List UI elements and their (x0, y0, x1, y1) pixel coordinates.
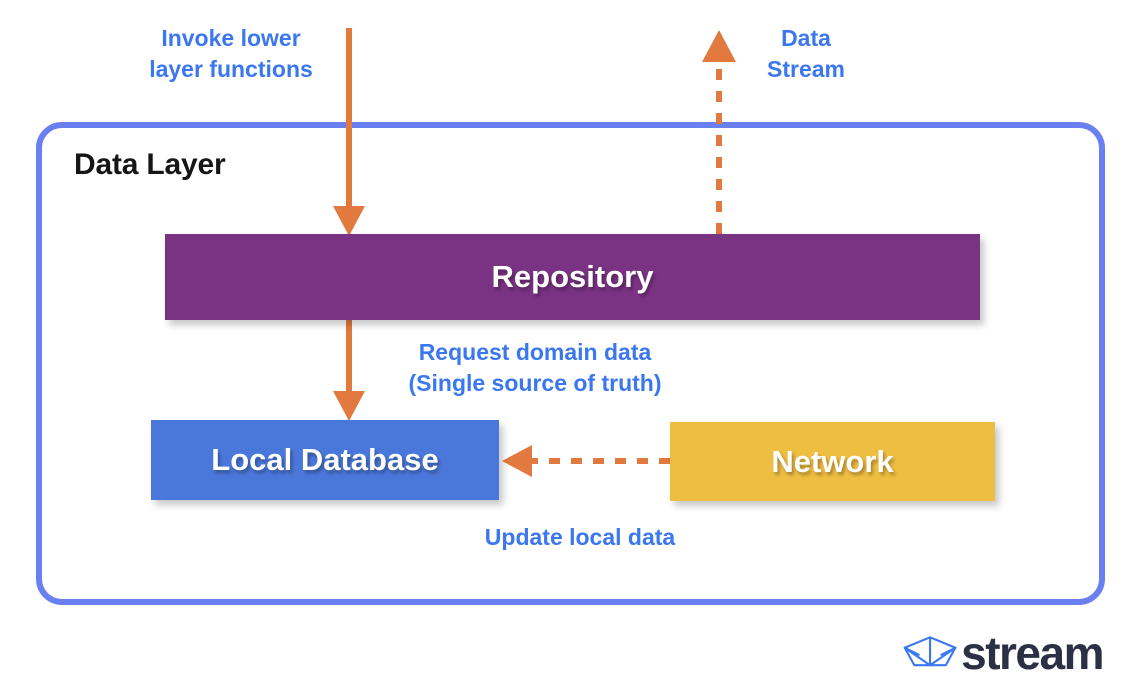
node-local-database[interactable]: Local Database (151, 420, 499, 500)
node-repository[interactable]: Repository (165, 234, 980, 320)
stream-logo: stream (903, 625, 1104, 680)
annotation-data-stream: Data Stream (767, 25, 845, 82)
annotation-update-local-data: Update local data (484, 524, 676, 550)
annotation-request-domain-data: Request domain data (Single source of tr… (408, 339, 662, 396)
data-layer-container (36, 122, 1105, 605)
node-network[interactable]: Network (670, 422, 995, 501)
stream-logo-wordmark: stream (961, 626, 1104, 679)
data-layer-title: Data Layer (74, 148, 226, 181)
paper-boat-icon (903, 635, 957, 666)
annotation-invoke-lower-layer-functions: Invoke lower layer functions (149, 25, 313, 82)
